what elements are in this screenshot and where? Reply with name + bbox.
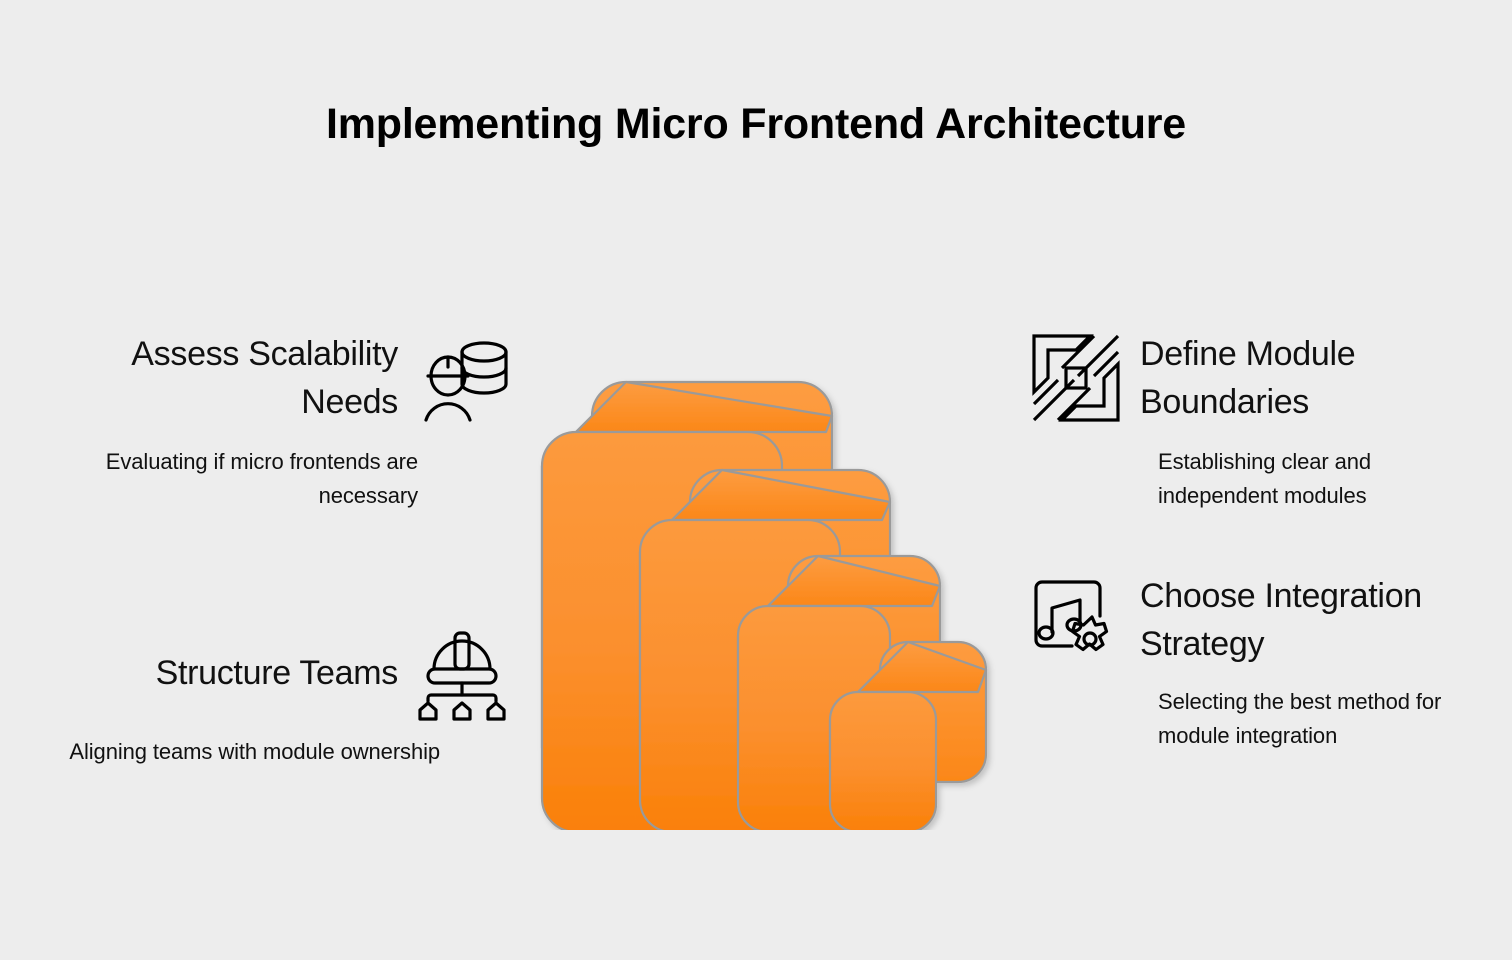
item-description: Establishing clear and independent modul… [1158,448,1372,509]
item-description: Aligning teams with module ownership [69,739,440,764]
item-header: Assess Scalability Needs [40,330,510,427]
item-assess-scalability-needs: Assess Scalability Needs Evaluating if m… [40,330,510,514]
item-description: Selecting the best method for module int… [1158,688,1442,749]
user-database-icon [414,330,510,426]
item-structure-teams: Structure Teams Aligning teams with modu… [60,625,510,770]
item-header: Define Module Boundaries [1028,330,1468,427]
item-description: Evaluating if micro frontends are necess… [105,448,418,509]
media-settings-icon [1028,572,1124,668]
item-title: Define Module Boundaries [1140,335,1356,422]
item-define-module-boundaries: Define Module Boundaries Establishing cl… [1028,330,1468,514]
item-header: Structure Teams [60,625,510,721]
item-header: Choose Integration Strategy [1028,572,1468,669]
item-title: Structure Teams [155,653,399,692]
item-choose-integration-strategy: Choose Integration Strategy Selecting th… [1028,572,1468,754]
layered-module-stack-graphic [530,370,1010,830]
page-title: Implementing Micro Frontend Architecture [325,100,1187,148]
item-title: Assess Scalability Needs [131,335,398,422]
item-title: Choose Integration Strategy [1140,577,1422,664]
hardhat-hierarchy-icon [414,625,510,721]
module-boundary-icon [1028,330,1124,426]
